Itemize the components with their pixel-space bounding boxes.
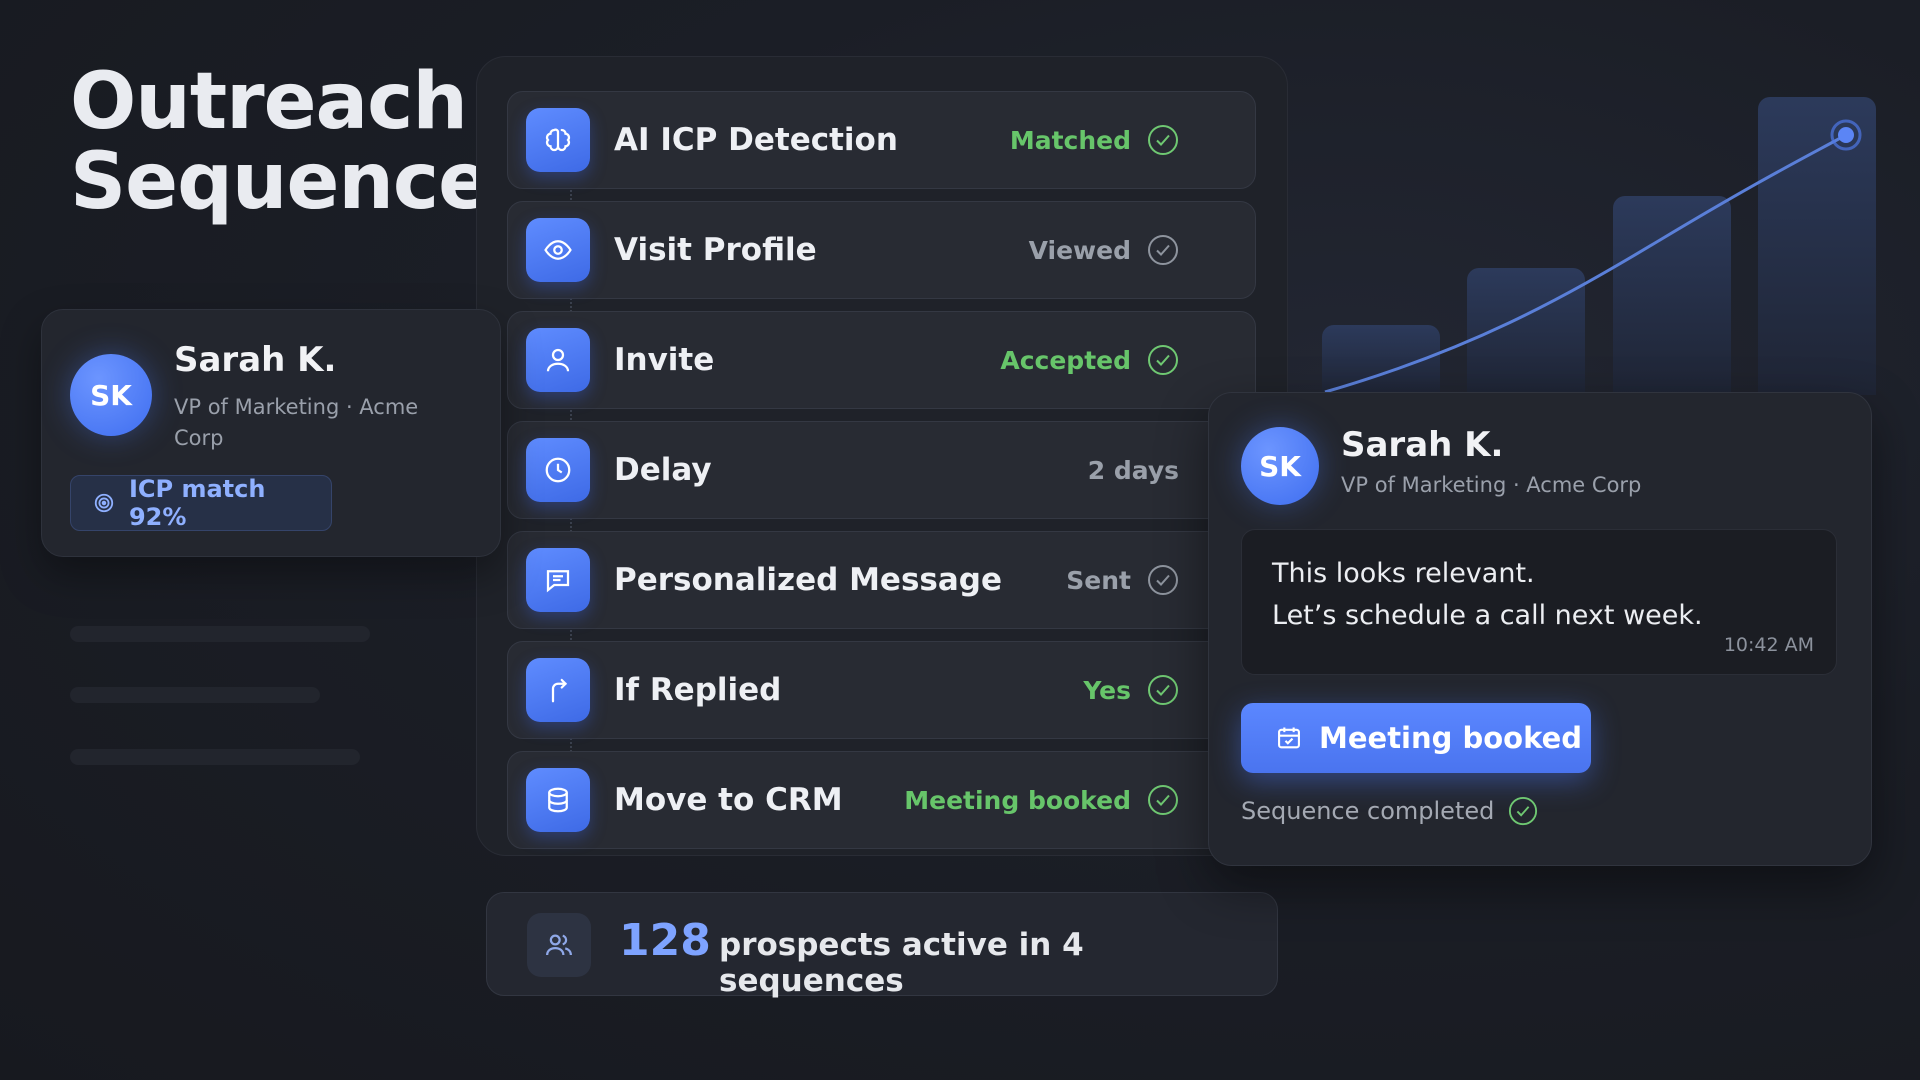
step-label: Invite — [614, 342, 715, 378]
meeting-booked-label: Meeting booked — [1319, 721, 1583, 755]
step-status: Viewed — [1028, 235, 1131, 265]
step-label: If Replied — [614, 672, 782, 708]
step-label: Visit Profile — [614, 232, 817, 268]
clock-icon — [526, 438, 590, 502]
sequence-completed-label: Sequence completed — [1241, 797, 1495, 825]
database-icon — [526, 768, 590, 832]
prospect-name: Sarah K. — [174, 340, 337, 380]
step-label: Personalized Message — [614, 562, 1002, 598]
step-label: Move to CRM — [614, 782, 843, 818]
skeleton-line — [70, 626, 370, 642]
prospect-count: 128 — [619, 915, 711, 966]
step-if-replied[interactable]: If Replied Yes — [507, 641, 1256, 739]
step-status: 2 days — [1087, 455, 1179, 485]
page-title: Outreach Sequences — [70, 57, 536, 227]
step-status: Accepted — [1000, 345, 1131, 375]
step-status: Yes — [1083, 675, 1131, 705]
skeleton-line — [70, 687, 320, 703]
check-circle-icon — [1148, 675, 1178, 705]
reply-sender-role: VP of Marketing · Acme Corp — [1341, 473, 1642, 497]
chart-bar-4 — [1758, 97, 1876, 395]
prospects-stat-card: 128 prospects active in 4 sequences — [486, 892, 1278, 999]
check-circle-icon — [1148, 125, 1178, 155]
user-icon — [526, 328, 590, 392]
icp-match-label: ICP match 92% — [128, 475, 266, 531]
chart-bar-2 — [1467, 268, 1585, 395]
icp-match-badge: ICP match 92% — [70, 475, 332, 531]
chart-bar-1 — [1322, 325, 1440, 395]
prospect-count-label: prospects active in 4 sequences — [719, 927, 1084, 999]
check-circle-icon — [1148, 235, 1178, 265]
step-personalized-message[interactable]: Personalized Message Sent — [507, 531, 1256, 629]
eye-icon — [526, 218, 590, 282]
avatar: SK — [1241, 427, 1319, 505]
check-circle-icon — [1148, 565, 1178, 595]
calendar-check-icon — [1278, 727, 1300, 749]
step-delay[interactable]: Delay 2 days — [507, 421, 1256, 519]
avatar: SK — [70, 354, 152, 436]
reply-message-line: This looks relevant. — [1272, 558, 1535, 589]
step-label: Delay — [614, 452, 712, 488]
prospect-card[interactable]: SK Sarah K. VP of Marketing · Acme Corp … — [41, 309, 501, 557]
message-icon — [526, 548, 590, 612]
step-move-to-crm[interactable]: Move to CRM Meeting booked — [507, 751, 1256, 849]
step-ai-icp-detection[interactable]: AI ICP Detection Matched — [507, 91, 1256, 189]
users-icon — [527, 913, 591, 977]
page-title-line2: Sequences — [70, 137, 536, 227]
step-label: AI ICP Detection — [614, 122, 898, 158]
reply-message-bubble: This looks relevant. Let’s schedule a ca… — [1241, 529, 1837, 675]
skeleton-line — [70, 749, 360, 765]
step-visit-profile[interactable]: Visit Profile Viewed — [507, 201, 1256, 299]
step-invite[interactable]: Invite Accepted — [507, 311, 1256, 409]
brain-icon — [526, 108, 590, 172]
prospect-role: VP of Marketing · Acme Corp — [174, 395, 419, 450]
check-circle-icon — [1148, 785, 1178, 815]
target-icon — [94, 493, 114, 513]
branch-arrow-icon — [526, 658, 590, 722]
reply-timestamp: 10:42 AM — [1723, 634, 1814, 656]
sequence-completed-status: Sequence completed — [1241, 796, 1538, 826]
meeting-booked-button[interactable]: Meeting booked — [1241, 703, 1591, 773]
reply-sender-name: Sarah K. — [1341, 425, 1504, 465]
check-circle-icon — [1509, 796, 1538, 826]
reply-card: SK Sarah K. VP of Marketing · Acme Corp … — [1208, 392, 1872, 866]
step-status: Matched — [1009, 125, 1131, 155]
page-title-line1: Outreach — [70, 57, 468, 147]
check-circle-icon — [1148, 345, 1178, 375]
reply-message-line: Let’s schedule a call next week. — [1272, 600, 1703, 631]
step-status: Sent — [1066, 565, 1131, 595]
step-status: Meeting booked — [904, 785, 1131, 815]
chart-bar-3 — [1613, 196, 1731, 395]
